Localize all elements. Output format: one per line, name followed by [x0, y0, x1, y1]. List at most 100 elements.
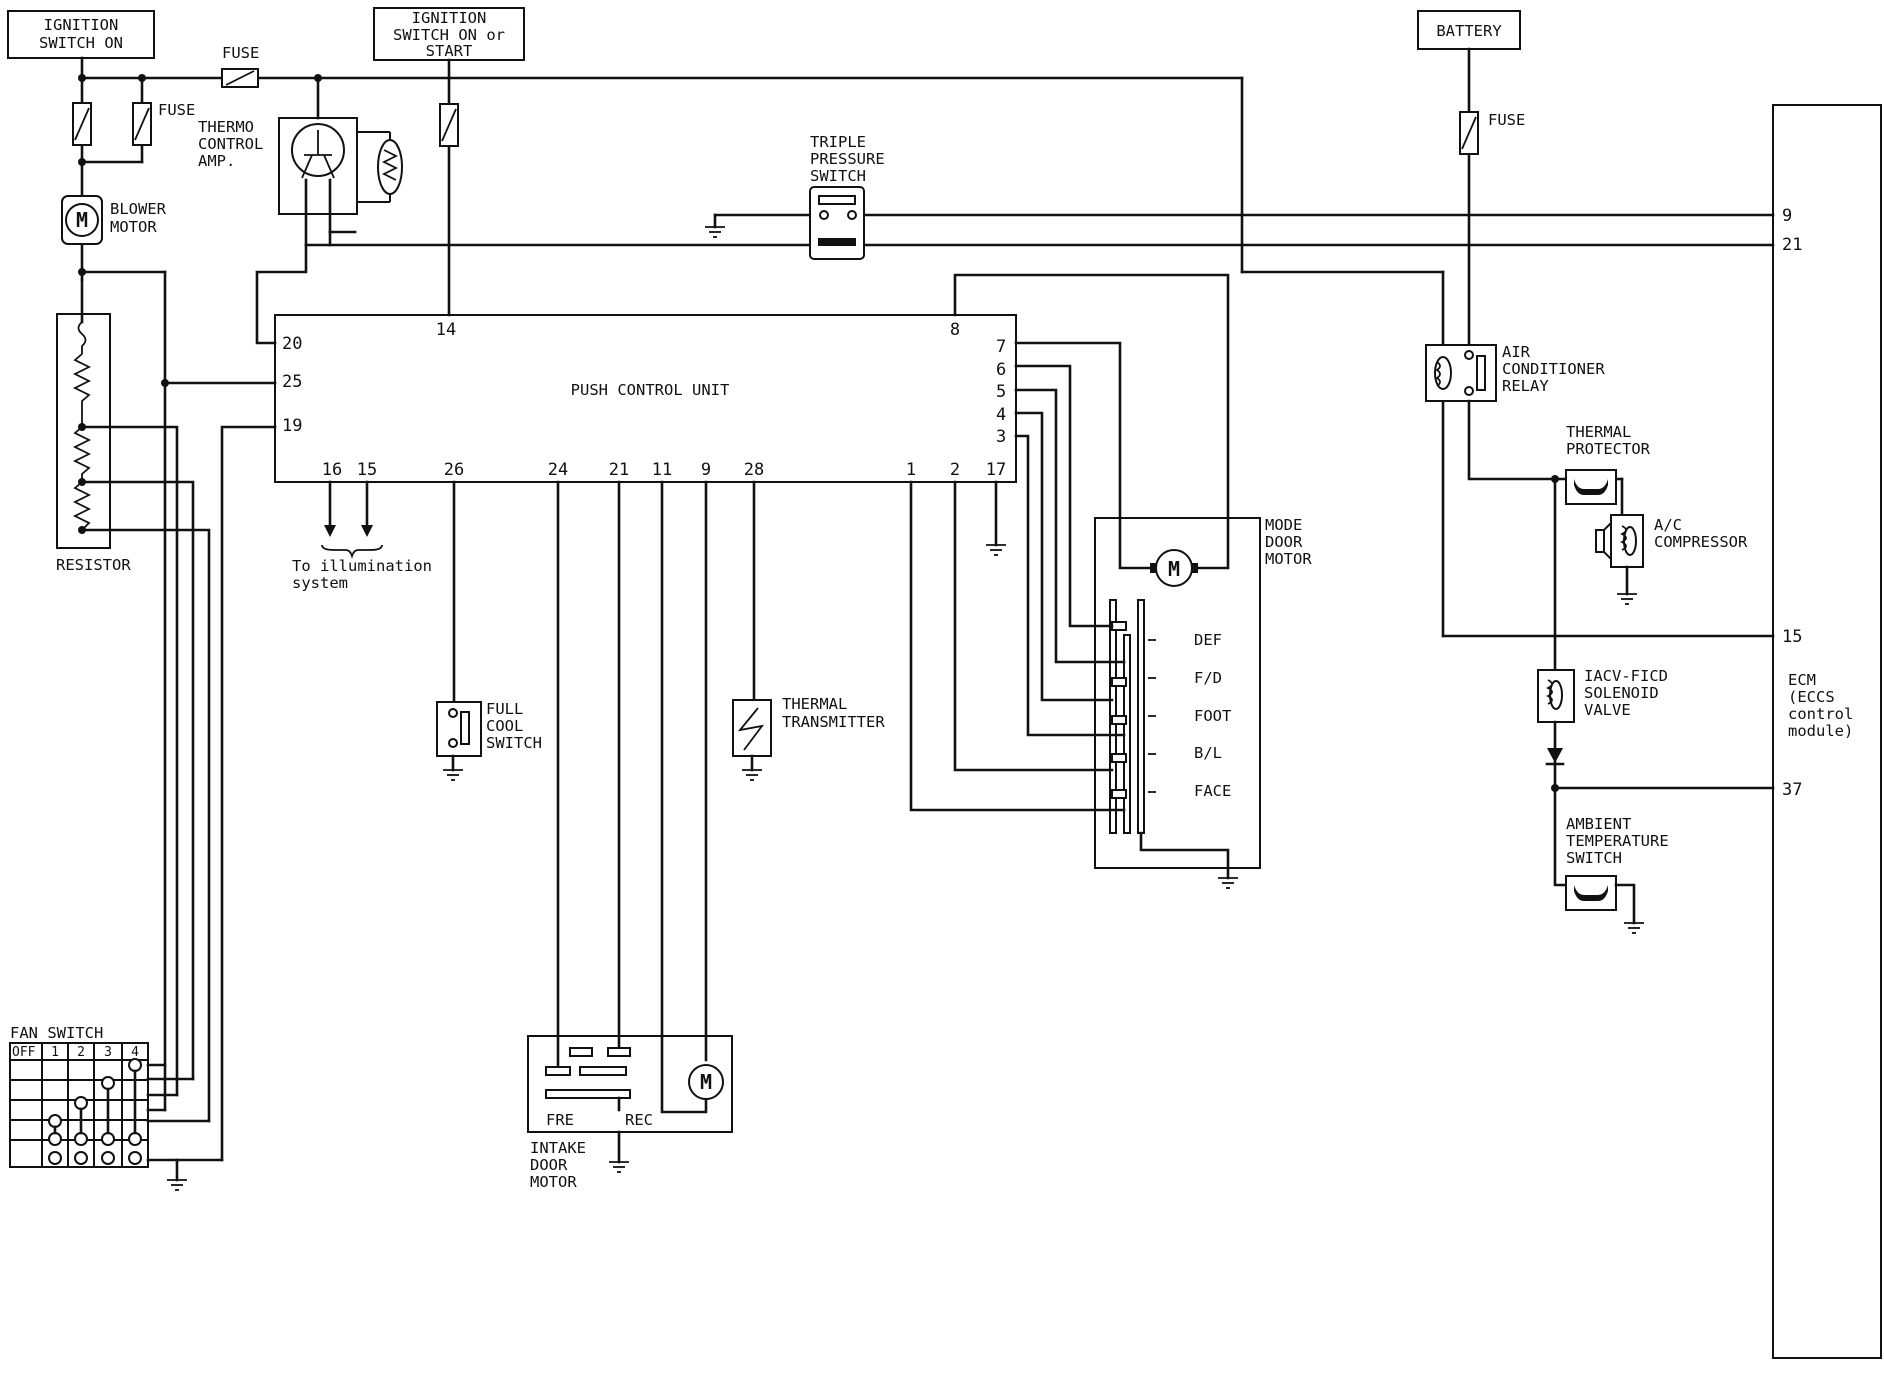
- thermal-transmitter: THERMAL TRANSMITTER: [732, 480, 885, 781]
- pcu-pin-7: 7: [996, 337, 1006, 357]
- ambient-label-3: SWITCH: [1566, 849, 1622, 867]
- ignition-on-label-2: SWITCH ON: [39, 34, 123, 52]
- mode-pos-fd: F/D: [1194, 669, 1222, 687]
- triple-switch-label-2: PRESSURE: [810, 150, 885, 168]
- iacv-solenoid-valve: IACV-FICD SOLENOID VALVE: [1537, 477, 1775, 792]
- thermal-protector: THERMAL PROTECTOR: [1551, 423, 1651, 517]
- ecm-label-4: module): [1788, 722, 1853, 740]
- battery-fuse: FUSE: [1459, 47, 1525, 357]
- ambient-temperature-switch: AMBIENT TEMPERATURE SWITCH: [1553, 786, 1669, 934]
- pcu-pin-25: 25: [282, 372, 302, 392]
- pcu-pin-15: 15: [357, 460, 377, 480]
- full-cool-label-1: FULL: [486, 700, 523, 718]
- illumination-label-1: To illumination: [292, 557, 432, 575]
- ac-relay: AIR CONDITIONER RELAY: [1425, 343, 1605, 481]
- pcu-pin-17: 17: [986, 460, 1006, 480]
- battery-box: BATTERY: [1417, 10, 1521, 50]
- bus-fuse: FUSE: [221, 44, 259, 88]
- ambient-label-2: TEMPERATURE: [1566, 832, 1669, 850]
- ecm-pin-21: 21: [1782, 235, 1802, 255]
- resistor-fan-wires: [80, 425, 277, 1162]
- thermal-transmitter-label-1: THERMAL: [782, 695, 847, 713]
- fan-pos-3: 3: [104, 1045, 112, 1060]
- ac-relay-label-1: AIR: [1502, 343, 1531, 361]
- pcu-pin-26: 26: [444, 460, 464, 480]
- full-cool-label-3: SWITCH: [486, 734, 542, 752]
- mode-switch-wires: [909, 364, 1126, 812]
- triple-pressure-switch: TRIPLE PRESSURE SWITCH: [304, 133, 1775, 260]
- pcu-pin-9: 9: [701, 460, 711, 480]
- bus-fuse-label: FUSE: [222, 44, 259, 62]
- triple-switch-label-3: SWITCH: [810, 167, 866, 185]
- blower-motor-label-1: BLOWER: [110, 200, 167, 218]
- mode-door-motor: M MODE DOOR MOTOR DEF F/D FOOT B/L FACE: [953, 273, 1312, 889]
- ecm-module: 9 21 15 37 ECM (ECCS control module): [1772, 104, 1882, 1359]
- mode-motor-symbol: M: [1168, 557, 1180, 581]
- intake-label-1: INTAKE: [530, 1139, 586, 1157]
- illumination-label-2: system: [292, 574, 348, 592]
- full-cool-switch: FULL COOL SWITCH: [436, 480, 542, 781]
- thermal-protector-label-2: PROTECTOR: [1566, 440, 1651, 458]
- mode-pos-foot: FOOT: [1194, 707, 1231, 725]
- resistor: RESISTOR: [56, 268, 277, 1112]
- ecm-label-1: ECM: [1788, 671, 1816, 689]
- pcu-pin-19: 19: [282, 416, 302, 436]
- illumination-connection: To illumination system: [292, 480, 432, 592]
- pcu-pin-24: 24: [548, 460, 568, 480]
- push-control-unit: PUSH CONTROL UNIT 20 25 19 14 8 7 6 5 4 …: [274, 314, 1017, 483]
- ecm-label-2: (ECCS: [1788, 688, 1835, 706]
- ac-compressor-label-1: A/C: [1654, 516, 1682, 534]
- ac-compressor-label-2: COMPRESSOR: [1654, 533, 1748, 551]
- blower-fuse-label: FUSE: [158, 101, 195, 119]
- blower-motor: M BLOWER MOTOR: [61, 195, 167, 245]
- thermo-amp-label-1: THERMO: [198, 118, 254, 136]
- pcu-pin-14: 14: [436, 320, 456, 340]
- pcu-pin-6: 6: [996, 360, 1006, 380]
- pcu-pin-21: 21: [609, 460, 629, 480]
- intake-fre-label: FRE: [546, 1111, 574, 1129]
- mode-pos-face: FACE: [1194, 782, 1231, 800]
- thermal-protector-label-1: THERMAL: [1566, 423, 1631, 441]
- pcu-pin-8: 8: [950, 320, 960, 340]
- pcu-pin-28: 28: [744, 460, 764, 480]
- fan-pos-1: 1: [51, 1045, 59, 1060]
- resistor-label: RESISTOR: [56, 556, 131, 574]
- ignition-start-label-2: SWITCH ON or: [393, 26, 505, 44]
- pcu-pin-2: 2: [950, 460, 960, 480]
- battery-label: BATTERY: [1436, 22, 1502, 40]
- fan-pos-4: 4: [131, 1045, 139, 1060]
- pcu-pin-4: 4: [996, 405, 1006, 425]
- thermo-control-amp: THERMO CONTROL AMP.: [198, 76, 403, 247]
- intake-label-3: MOTOR: [530, 1173, 577, 1191]
- iacv-label-3: VALVE: [1584, 701, 1631, 719]
- pcu-pin-20: 20: [282, 334, 302, 354]
- iacv-label-2: SOLENOID: [1584, 684, 1659, 702]
- triple-switch-label-1: TRIPLE: [810, 133, 866, 151]
- blower-motor-symbol: M: [76, 208, 88, 232]
- ac-relay-label-2: CONDITIONER: [1502, 360, 1605, 378]
- thermo-amp-label-3: AMP.: [198, 152, 235, 170]
- pcu-pin17-ground: [986, 480, 1006, 556]
- mode-pos-def: DEF: [1194, 631, 1222, 649]
- ac-compressor: A/C COMPRESSOR: [1595, 514, 1748, 605]
- pcu-pin-5: 5: [996, 382, 1006, 402]
- battery-fuse-label: FUSE: [1488, 111, 1525, 129]
- ecm-pin-37: 37: [1782, 780, 1802, 800]
- mode-motor-label-2: DOOR: [1265, 533, 1303, 551]
- pcu-label: PUSH CONTROL UNIT: [571, 381, 730, 399]
- ignition-on-label-1: IGNITION: [44, 16, 119, 34]
- intake-rec-label: REC: [625, 1111, 653, 1129]
- ignition-switch-start-box: IGNITION SWITCH ON or START: [373, 7, 525, 61]
- blower-motor-label-2: MOTOR: [110, 218, 157, 236]
- ac-relay-label-3: RELAY: [1502, 377, 1549, 395]
- intake-label-2: DOOR: [530, 1156, 568, 1174]
- thermo-amp-label-2: CONTROL: [198, 135, 263, 153]
- ecm-label-3: control: [1788, 705, 1853, 723]
- fan-switch-label: FAN SWITCH: [10, 1024, 103, 1042]
- ambient-label-1: AMBIENT: [1566, 815, 1631, 833]
- fan-pos-2: 2: [77, 1045, 85, 1060]
- ignition-start-label-3: START: [426, 42, 473, 60]
- ignition-start-label-1: IGNITION: [412, 9, 487, 27]
- fan-pos-off: OFF: [12, 1045, 36, 1060]
- mode-pos-bl: B/L: [1194, 744, 1222, 762]
